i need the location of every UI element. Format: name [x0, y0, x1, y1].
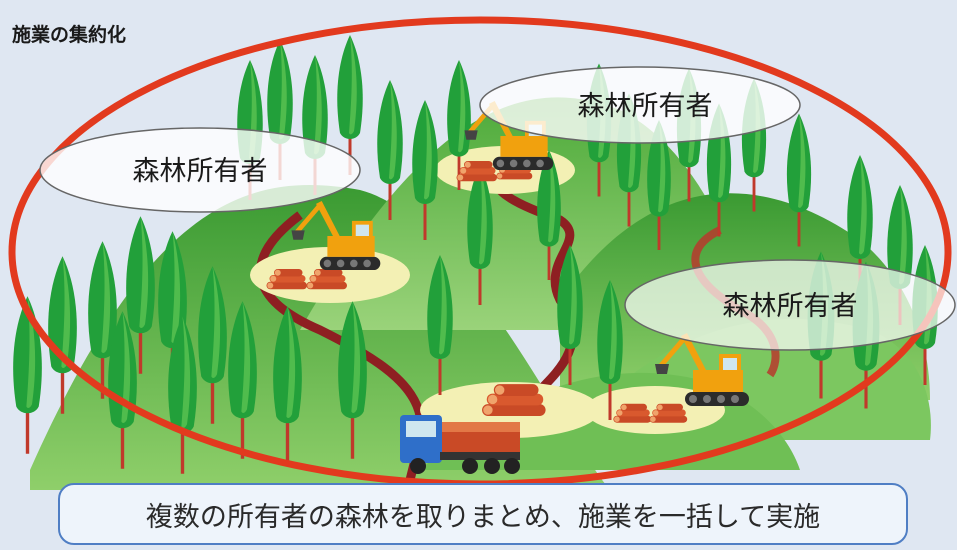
- page-title: 施業の集約化: [12, 24, 127, 46]
- owner-area-1: 森林所有者: [39, 127, 361, 213]
- truck-icon: [400, 415, 520, 474]
- owner-area-3: 森林所有者: [624, 259, 956, 351]
- caption-text: 複数の所有者の森林を取りまとめ、施業を一括して実施: [145, 501, 821, 533]
- caption-box: 複数の所有者の森林を取りまとめ、施業を一括して実施: [58, 483, 908, 545]
- owner-label: 森林所有者: [723, 291, 858, 322]
- owner-area-2: 森林所有者: [479, 66, 801, 144]
- skid-road-left: [256, 211, 426, 482]
- owner-label: 森林所有者: [578, 91, 713, 122]
- owner-label: 森林所有者: [133, 156, 268, 187]
